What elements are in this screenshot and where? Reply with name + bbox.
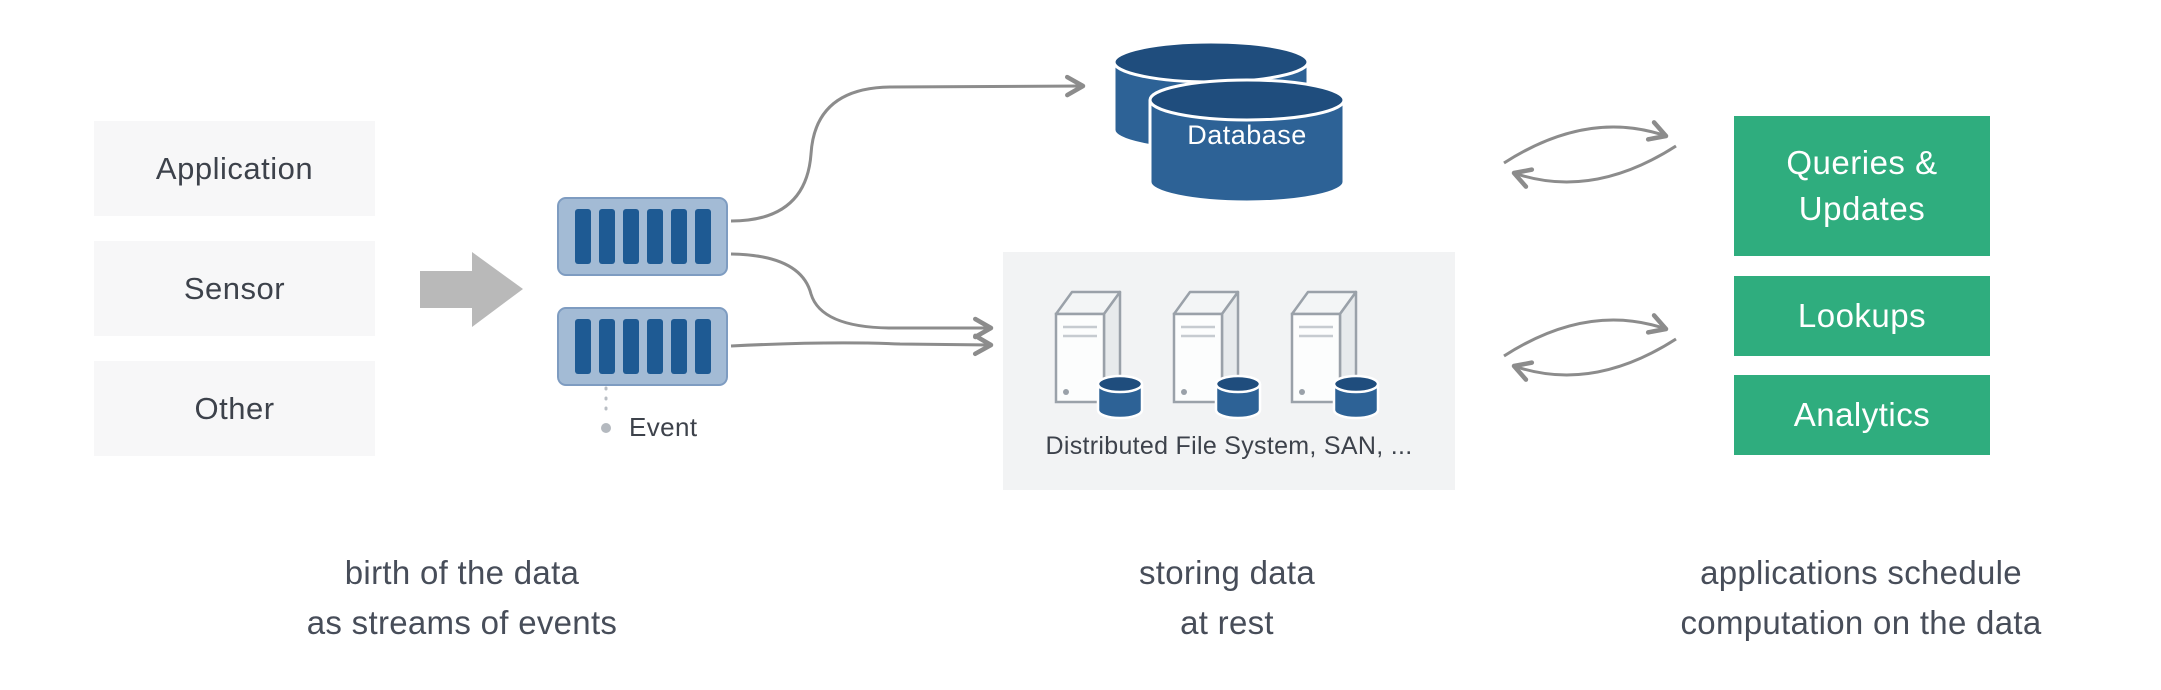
connector-queue1-dfs (730, 252, 994, 340)
queue-bar (646, 209, 663, 264)
queue-bar (622, 209, 639, 264)
queue-bar (646, 319, 663, 374)
caption-line: at rest (1180, 604, 1274, 641)
queue-bar (574, 209, 591, 264)
queue-bar (694, 319, 711, 374)
disk-icon (1096, 374, 1144, 420)
database-label: Database (1187, 120, 1307, 150)
source-label-sensor: Sensor (183, 270, 286, 306)
sync-arrows-icon (1503, 313, 1677, 382)
caption-line: computation on the data (1680, 604, 2042, 641)
source-box-other: Other (94, 361, 375, 456)
source-label-other: Other (194, 390, 275, 426)
caption-line: storing data (1138, 554, 1316, 591)
queue-bar (598, 209, 615, 264)
caption-line: birth of the data (344, 554, 580, 591)
flow-arrow-icon (420, 252, 523, 327)
stream-queue-2 (557, 307, 728, 386)
event-label: Event (629, 412, 698, 442)
queue-bar (622, 319, 639, 374)
caption-line: applications schedule (1700, 554, 2022, 591)
consumer-box-analytics: Analytics (1734, 375, 1990, 455)
source-box-application: Application (94, 121, 375, 216)
consumer-label-line: Analytics (1793, 396, 1931, 434)
server-icon (1054, 290, 1144, 420)
dfs-label: Distributed File System, SAN, ... (1045, 432, 1413, 460)
caption-storing-data: storing data at rest (907, 548, 1547, 648)
queue-bar (670, 319, 687, 374)
stream-queue-1 (557, 197, 728, 276)
disk-icon (1214, 374, 1262, 420)
disk-icon (1332, 374, 1380, 420)
queue-bar (574, 319, 591, 374)
sync-arrows-icon (1503, 120, 1677, 189)
source-box-sensor: Sensor (94, 241, 375, 336)
queue-bar (694, 209, 711, 264)
consumer-label-line: Queries & (1786, 144, 1938, 182)
consumer-box-queries-updates: Queries & Updates (1734, 116, 1990, 256)
connector-queue2-dfs (730, 333, 994, 357)
caption-applications-schedule: applications schedule computation on the… (1541, 548, 2161, 648)
consumer-label-line: Lookups (1797, 297, 1927, 335)
source-label-application: Application (155, 150, 314, 186)
caption-birth-of-data: birth of the data as streams of events (142, 548, 782, 648)
queue-bar (670, 209, 687, 264)
database-icon (1112, 40, 1346, 204)
server-icon (1172, 290, 1262, 420)
caption-line: as streams of events (306, 604, 618, 641)
consumer-box-lookups: Lookups (1734, 276, 1990, 356)
server-icon (1290, 290, 1380, 420)
connector-queue1-database (730, 74, 1086, 223)
consumer-label-line: Updates (1798, 190, 1926, 227)
queue-bar (598, 319, 615, 374)
